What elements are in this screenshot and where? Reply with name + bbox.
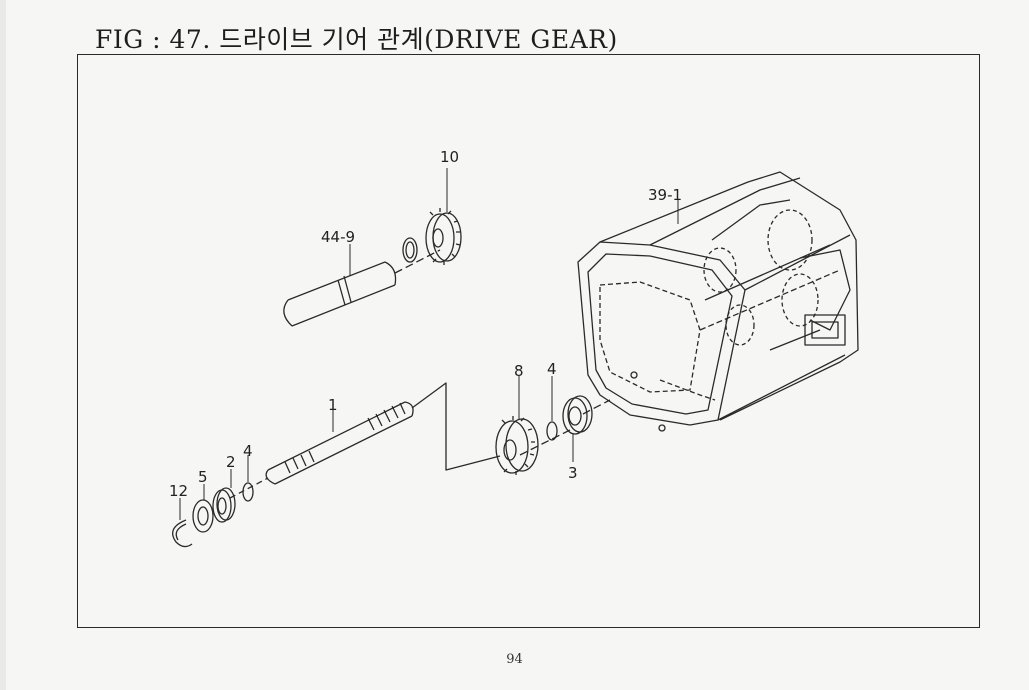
leader-lines [179, 168, 679, 520]
gear-10 [425, 208, 462, 265]
snap-ring-4a [546, 421, 558, 441]
callout-labels: 10 44-9 39-1 1 8 4 3 2 4 12 5 [169, 148, 682, 500]
main-shaft-1 [265, 382, 501, 485]
callout-3: 3 [568, 464, 578, 482]
callout-44-9: 44-9 [321, 228, 355, 246]
gear-8 [495, 416, 571, 475]
callout-4-left: 4 [243, 442, 253, 460]
callout-39-1: 39-1 [648, 186, 682, 204]
callout-8: 8 [514, 362, 524, 380]
page-number: 94 [506, 652, 523, 667]
figure-title: FIG : 47. 드라이브 기어 관계(DRIVE GEAR) [95, 25, 618, 54]
callout-4-right: 4 [547, 360, 557, 378]
shaft-44-9 [283, 249, 441, 327]
bearing-2 [212, 487, 236, 523]
bearing-3 [562, 395, 611, 435]
snap-ring-10 [402, 237, 418, 263]
callout-12: 12 [169, 482, 188, 500]
diagram-frame [77, 54, 980, 628]
transmission-case [577, 171, 859, 432]
callout-1: 1 [328, 396, 338, 414]
scan-edge [0, 0, 6, 690]
snap-ring-12 [172, 519, 193, 548]
snap-ring-4b [242, 482, 254, 502]
callout-10: 10 [440, 148, 459, 166]
callout-5: 5 [198, 468, 208, 486]
callout-2: 2 [226, 453, 236, 471]
washer-5 [192, 499, 214, 533]
